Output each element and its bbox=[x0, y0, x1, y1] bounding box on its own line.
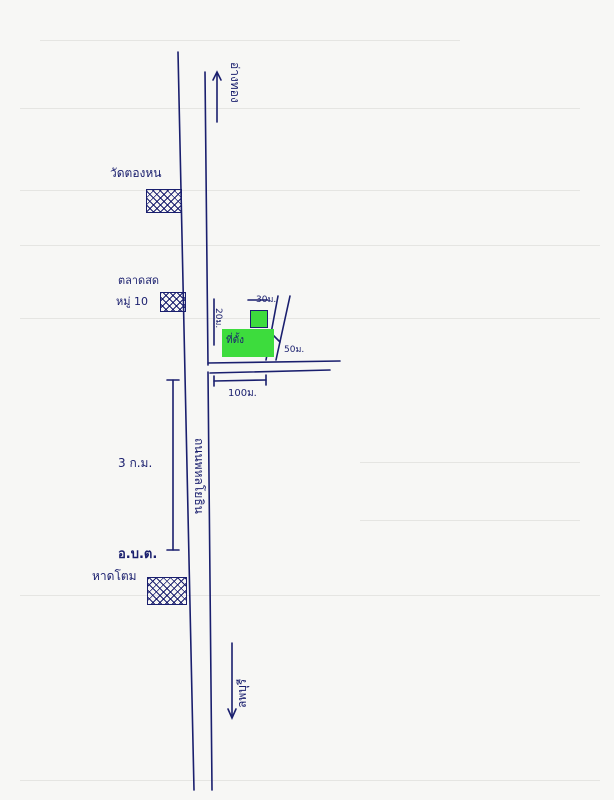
distance-label: 3 ก.ม. bbox=[118, 456, 153, 470]
subdistrict-office-label-line1: อ.บ.ต. bbox=[118, 547, 158, 562]
site-dim-top-label: 30ม. bbox=[256, 295, 277, 305]
bleed-line bbox=[20, 245, 600, 246]
bleed-line bbox=[20, 595, 600, 596]
bleed-line bbox=[20, 318, 600, 319]
site-building bbox=[250, 310, 268, 328]
main-road-left-edge bbox=[177, 51, 195, 791]
side-road-bottom-edge bbox=[209, 369, 331, 374]
site-label: ที่ตั้ง bbox=[226, 335, 244, 346]
subdistrict-office-label-line2: หาดโตม bbox=[92, 569, 137, 583]
bleed-line bbox=[20, 108, 580, 109]
main-road-right-edge-north bbox=[204, 71, 209, 366]
side-road-top-edge bbox=[207, 360, 341, 364]
bleed-line bbox=[20, 190, 580, 191]
south-direction-label: ลพบุรี bbox=[235, 678, 249, 708]
north-direction-label: อ่างทอง bbox=[228, 62, 242, 103]
subdistrict-office-marker bbox=[147, 577, 187, 605]
site-dim-left-label: 20ม. bbox=[213, 308, 223, 329]
school-marker bbox=[160, 292, 186, 312]
side-road-distance-label: 100ม. bbox=[228, 388, 257, 399]
school-label-line1: ตลาดสด bbox=[118, 274, 160, 287]
side-road-dimension-line bbox=[213, 379, 267, 382]
bleed-line bbox=[40, 40, 460, 41]
school-label-line2: หมู่ 10 bbox=[116, 295, 148, 308]
bleed-line bbox=[360, 520, 580, 521]
site-dim-side-label: 50ม. bbox=[284, 345, 305, 355]
temple-label: วัดตองหน bbox=[110, 166, 162, 180]
lane-right-edge bbox=[275, 295, 291, 361]
temple-marker bbox=[146, 189, 182, 213]
south-arrow-head bbox=[227, 708, 237, 720]
site-highlight bbox=[222, 329, 274, 357]
bleed-line bbox=[20, 780, 600, 781]
main-road-label: ถนนพหลโยธิน bbox=[192, 438, 206, 514]
north-arrow-head bbox=[212, 70, 222, 81]
main-road-right-edge-south bbox=[207, 371, 213, 791]
bleed-line bbox=[360, 462, 580, 463]
